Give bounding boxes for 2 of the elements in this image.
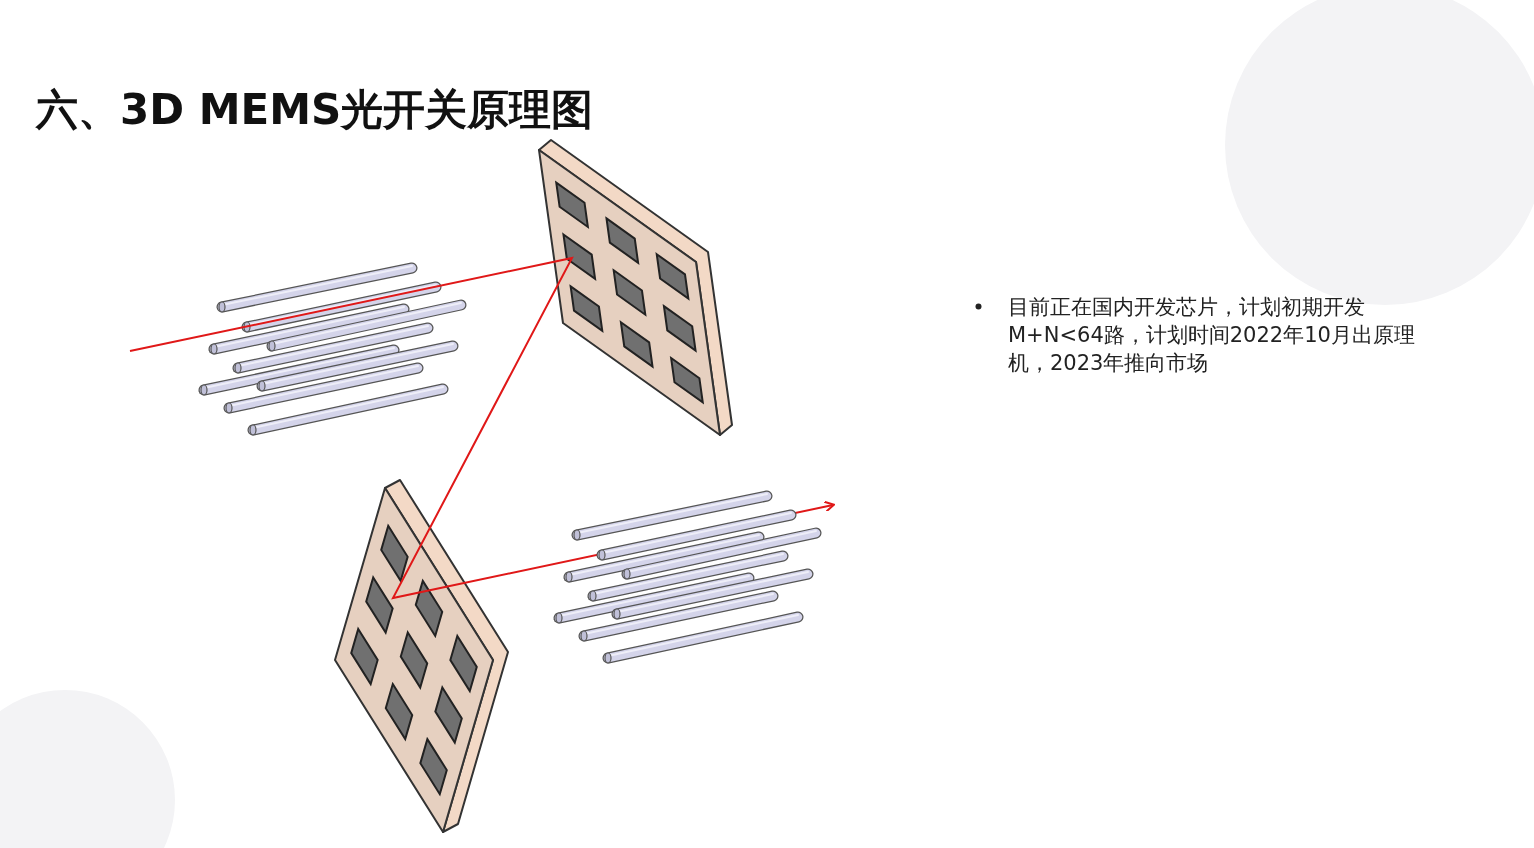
slide-title: 六、3D MEMS光开关原理图	[36, 84, 594, 136]
bullet-text: 目前正在国内开发芯片，计划初期开发M+N<64路，计划时间2022年10月出原理机，2023年推向市场	[1008, 294, 1416, 377]
